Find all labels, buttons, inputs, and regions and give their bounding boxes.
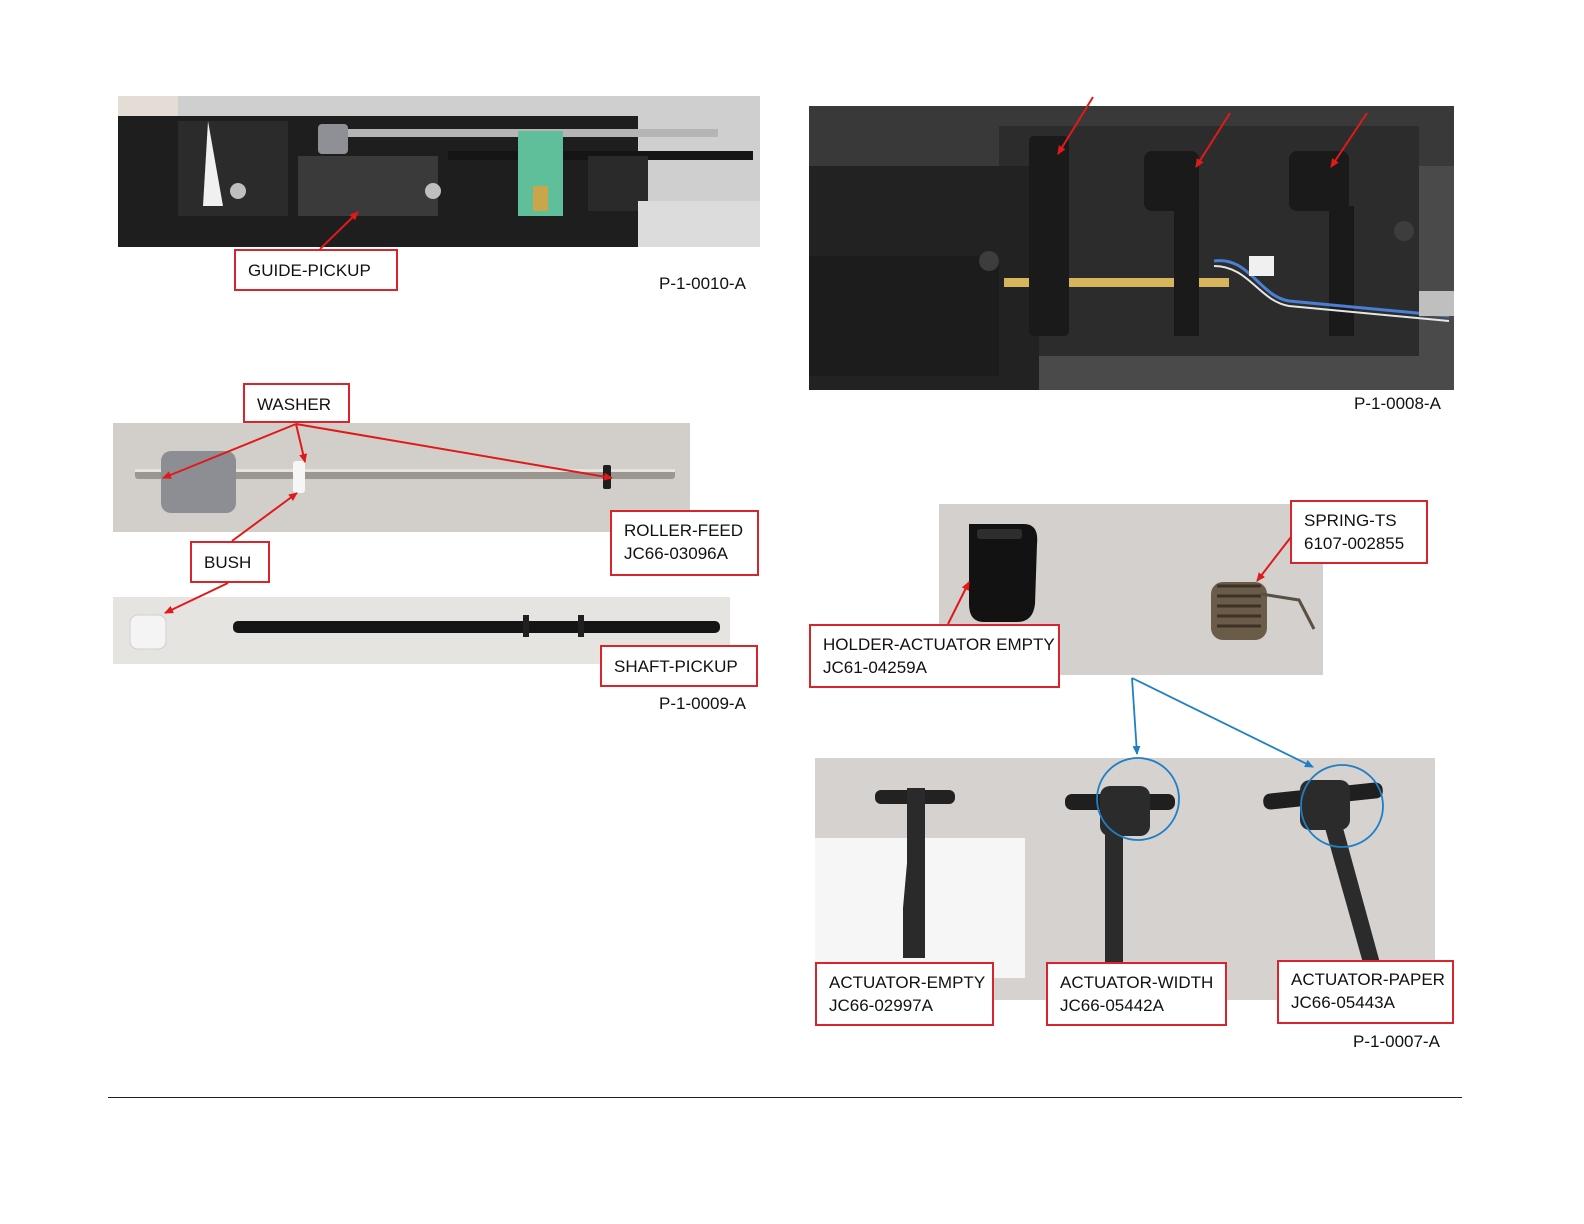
actuator-width-name: ACTUATOR-WIDTH [1060, 971, 1213, 994]
guide-pickup-callout: GUIDE-PICKUP [234, 249, 398, 291]
actuator-empty-callout: ACTUATOR-EMPTY JC66-02997A [815, 962, 994, 1026]
figure-id-p-1-0010-a: P-1-0010-A [659, 274, 746, 294]
blue-leader-paper [1132, 678, 1313, 767]
figure-id-p-1-0009-a: P-1-0009-A [659, 694, 746, 714]
blue-leader-width [1132, 678, 1137, 754]
holder-actuator-empty-callout: HOLDER-ACTUATOR EMPTY JC61-04259A [809, 624, 1060, 688]
actuator-empty-name: ACTUATOR-EMPTY [829, 971, 980, 994]
actuator-width-callout: ACTUATOR-WIDTH JC66-05442A [1046, 962, 1227, 1026]
figure-id-p-1-0008-a: P-1-0008-A [1354, 394, 1441, 414]
shaft-pickup-callout: SHAFT-PICKUP [600, 645, 758, 687]
bush-callout: BUSH [190, 541, 270, 583]
actuator-width-code: JC66-05442A [1060, 994, 1213, 1017]
roller-feed-photo [113, 423, 690, 532]
actuator-empty-code: JC66-02997A [829, 994, 980, 1017]
washer-callout: WASHER [243, 383, 350, 423]
footer-rule [108, 1097, 1462, 1098]
spring-ts-name: SPRING-TS [1304, 509, 1414, 532]
frame-assembly-photo [809, 106, 1454, 390]
guide-pickup-photo [118, 96, 760, 247]
roller-feed-callout: ROLLER-FEED JC66-03096A [610, 510, 759, 576]
actuator-paper-name: ACTUATOR-PAPER [1291, 968, 1440, 991]
actuator-paper-callout: ACTUATOR-PAPER JC66-05443A [1277, 960, 1454, 1024]
holder-actuator-empty-code: JC61-04259A [823, 656, 1046, 679]
figure-id-p-1-0007-a: P-1-0007-A [1353, 1032, 1440, 1052]
actuator-paper-code: JC66-05443A [1291, 991, 1440, 1014]
roller-feed-name: ROLLER-FEED [624, 519, 745, 542]
roller-feed-code: JC66-03096A [624, 542, 745, 565]
spring-ts-callout: SPRING-TS 6107-002855 [1290, 500, 1428, 564]
spring-ts-code: 6107-002855 [1304, 532, 1414, 555]
holder-actuator-empty-name: HOLDER-ACTUATOR EMPTY [823, 633, 1046, 656]
